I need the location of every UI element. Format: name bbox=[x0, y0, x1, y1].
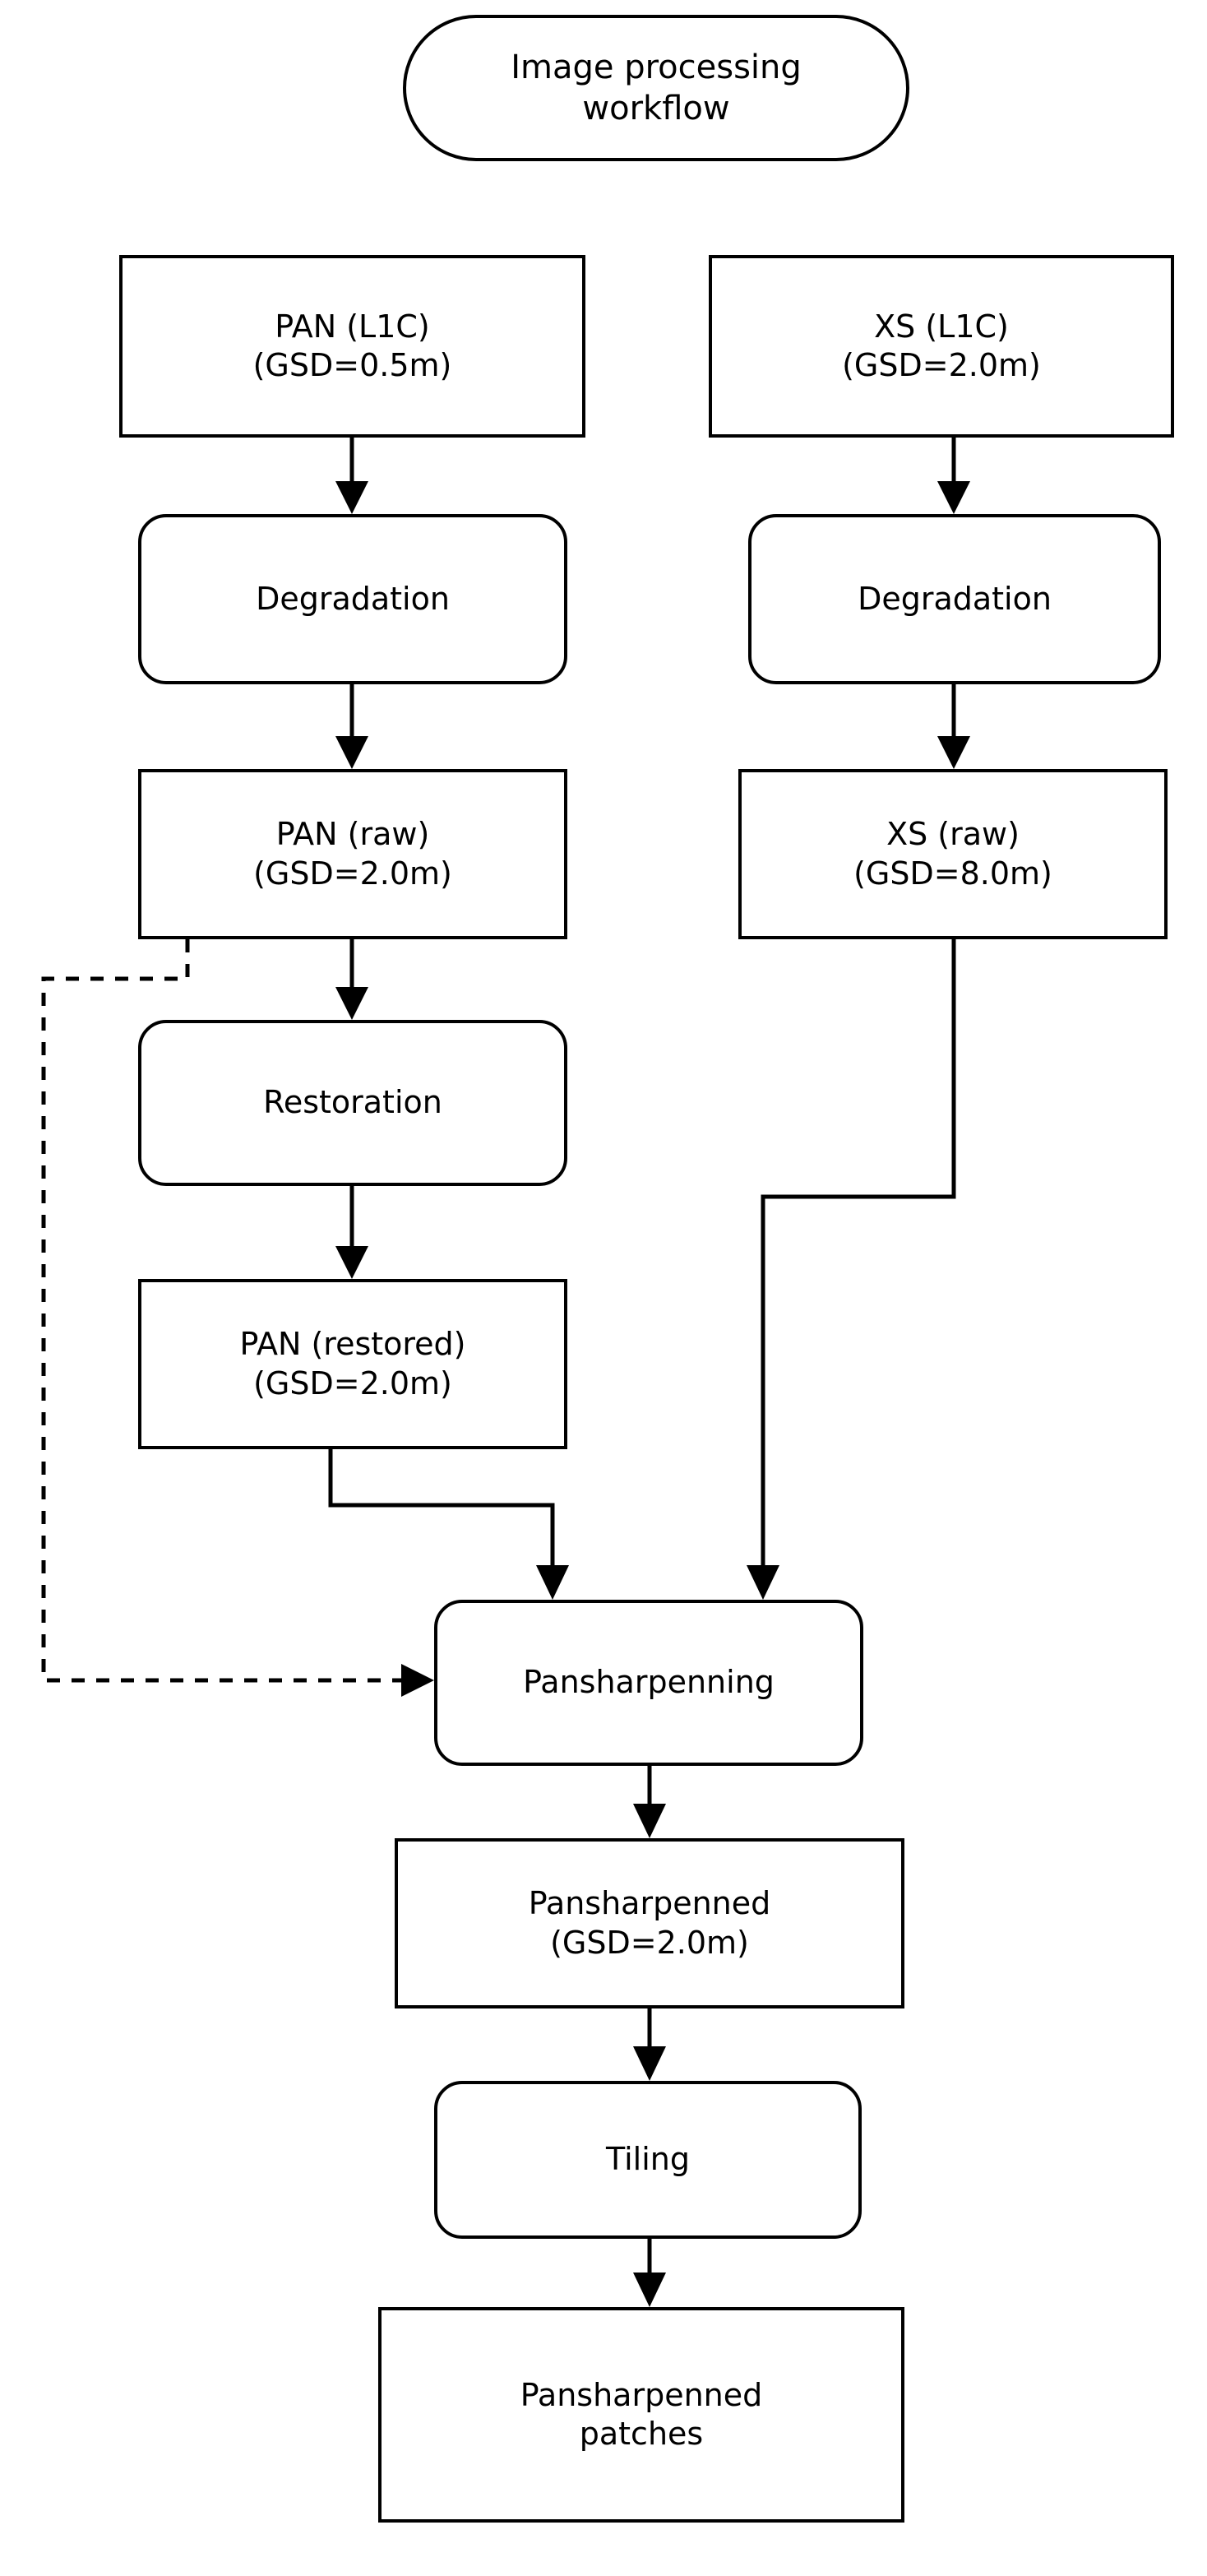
node-pansharpenning-label: Pansharpenning bbox=[523, 1664, 775, 1701]
edge-degradation-to-xs-raw bbox=[937, 684, 970, 769]
node-pan-raw[interactable]: PAN (raw) (GSD=2.0m) bbox=[138, 769, 567, 939]
node-restoration-label: Restoration bbox=[263, 1084, 442, 1121]
node-xs-l1c-label: XS (L1C) (GSD=2.0m) bbox=[842, 308, 1041, 384]
node-xs-raw[interactable]: XS (raw) (GSD=8.0m) bbox=[738, 769, 1168, 939]
node-pan-restored[interactable]: PAN (restored) (GSD=2.0m) bbox=[138, 1279, 567, 1449]
node-title-label: Image processing workflow bbox=[511, 49, 802, 127]
node-title[interactable]: Image processing workflow bbox=[403, 15, 909, 161]
edge-pansharpenning-to-pansharpenned bbox=[633, 1766, 666, 1838]
node-pansharpenning[interactable]: Pansharpenning bbox=[434, 1600, 863, 1766]
node-pan-l1c-label: PAN (L1C) (GSD=0.5m) bbox=[252, 308, 452, 384]
node-degradation-xs[interactable]: Degradation bbox=[748, 514, 1161, 684]
edge-xs-l1c-to-degradation bbox=[937, 438, 970, 514]
edge-xs-raw-to-pansharpenning bbox=[747, 939, 956, 1600]
node-pansharpenned-patches[interactable]: Pansharpenned patches bbox=[378, 2307, 904, 2523]
edge-pan-l1c-to-degradation bbox=[335, 438, 368, 514]
edge-degradation-to-pan-raw bbox=[335, 684, 368, 769]
node-pansharpenned[interactable]: Pansharpenned (GSD=2.0m) bbox=[395, 1838, 904, 2008]
node-pansharpenned-label: Pansharpenned (GSD=2.0m) bbox=[528, 1885, 771, 1961]
node-pan-raw-label: PAN (raw) (GSD=2.0m) bbox=[253, 816, 452, 892]
edge-pan-raw-to-restoration bbox=[335, 939, 368, 1020]
node-xs-l1c[interactable]: XS (L1C) (GSD=2.0m) bbox=[709, 255, 1174, 438]
edge-pan-restored-to-pansharpenning bbox=[328, 1449, 569, 1600]
node-restoration[interactable]: Restoration bbox=[138, 1020, 567, 1186]
node-tiling-label: Tiling bbox=[606, 2141, 690, 2178]
node-pan-restored-label: PAN (restored) (GSD=2.0m) bbox=[239, 1326, 466, 1402]
edge-tiling-to-patches bbox=[633, 2239, 666, 2307]
node-degradation-pan-label: Degradation bbox=[256, 580, 450, 617]
node-xs-raw-label: XS (raw) (GSD=8.0m) bbox=[853, 816, 1052, 892]
node-pan-l1c[interactable]: PAN (L1C) (GSD=0.5m) bbox=[119, 255, 585, 438]
edge-pansharpenned-to-tiling bbox=[633, 2008, 666, 2081]
node-degradation-xs-label: Degradation bbox=[858, 580, 1052, 617]
node-pansharpenned-patches-label: Pansharpenned patches bbox=[520, 2376, 763, 2453]
node-degradation-pan[interactable]: Degradation bbox=[138, 514, 567, 684]
edge-restoration-to-pan-restored bbox=[335, 1186, 368, 1279]
node-tiling[interactable]: Tiling bbox=[434, 2081, 862, 2239]
